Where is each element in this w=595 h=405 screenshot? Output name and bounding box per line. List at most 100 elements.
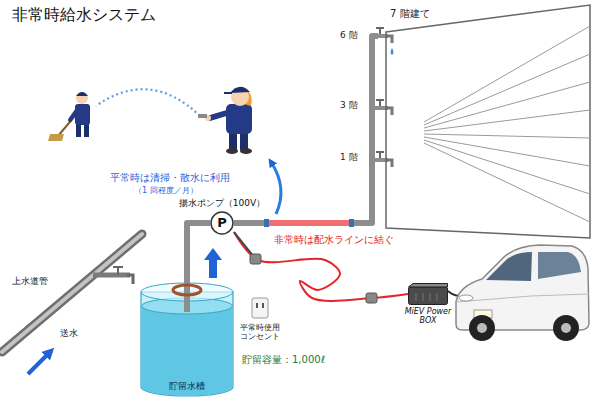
worker-sweeping — [76, 92, 88, 96]
floor-line — [424, 134, 590, 138]
floor-label: 1 階 — [340, 152, 358, 162]
floor-line — [424, 137, 590, 166]
water-main-pipe — [113, 266, 123, 268]
worker-spraying — [210, 112, 230, 118]
pump-symbol: P — [217, 216, 227, 231]
wall-outlet — [262, 303, 264, 308]
tank-node: 貯留水槽 — [140, 282, 234, 397]
edge-label: 非常時は配水ラインに結ぐ — [272, 234, 396, 246]
label-anchor: 上水道管 — [12, 276, 48, 286]
lift-arrow — [204, 248, 222, 278]
text-slot: P — [217, 216, 227, 231]
electric-car — [477, 323, 487, 333]
box-vent — [416, 293, 417, 301]
worker-spraying — [226, 104, 252, 134]
floor-line — [424, 140, 590, 194]
label-anchor: 3 階 — [340, 100, 358, 110]
label-anchor: 1 階 — [340, 152, 358, 162]
building-outline — [386, 5, 590, 238]
water-main-pipe — [93, 273, 130, 278]
worker-sweeping — [48, 92, 90, 141]
label-anchor: 6 階 — [340, 30, 358, 40]
building-heading: 7 階建て — [390, 8, 430, 20]
box-top — [409, 284, 448, 288]
faucet — [372, 100, 392, 115]
worker-spraying — [224, 92, 232, 94]
floor-line — [424, 82, 590, 128]
box-vent — [437, 293, 438, 301]
worker-sweeping — [76, 92, 88, 104]
floor-label: 6 階 — [340, 30, 358, 40]
text-slot: 揚水ポンプ（100V） — [179, 198, 265, 211]
faucet — [386, 160, 392, 167]
water-main-pipe — [127, 275, 133, 284]
power-cord — [234, 232, 408, 301]
worker-spraying — [198, 87, 252, 154]
electric-car — [553, 315, 579, 341]
pump-node: P揚水ポンプ（100V） — [210, 211, 234, 235]
faucet — [376, 99, 384, 101]
worker-sweeping — [76, 124, 81, 137]
worker-sweeping — [75, 104, 90, 125]
worker-spraying — [198, 114, 207, 118]
electric-car — [469, 315, 495, 341]
water-main-pipe — [2, 234, 142, 352]
faucet — [386, 108, 392, 115]
tank-shape — [140, 282, 234, 397]
usage-note: 平常時は清掃・散水に利用 — [110, 172, 230, 184]
floor-line — [424, 143, 590, 222]
power-box-node: MiEV Power BOX — [408, 283, 448, 305]
hose-arrow — [271, 162, 281, 214]
worker-spraying — [240, 148, 252, 154]
water-main-pipe — [2, 234, 142, 352]
emergency-pipe-section — [264, 219, 354, 227]
outlet-label: 平常時使用コンセント — [238, 323, 282, 341]
building-node: 7 階建て — [378, 4, 592, 244]
power-box-label: MiEV Power BOX — [403, 307, 453, 325]
label-anchor: （1 回程度／月） — [134, 186, 198, 195]
floor-line — [424, 26, 590, 122]
water-spray — [96, 89, 200, 116]
electric-car — [561, 323, 571, 333]
pipe-label: 上水道管 — [12, 276, 48, 286]
faucet — [376, 151, 384, 153]
flow-arrow — [28, 352, 50, 374]
box-body — [409, 287, 448, 305]
electric-car — [448, 245, 589, 341]
pump-cord — [366, 293, 377, 303]
floor-line — [424, 110, 590, 131]
electric-car — [538, 252, 581, 279]
electric-car — [459, 295, 473, 301]
edge-label-anchor: 非常時は配水ラインに結ぐ — [272, 234, 396, 246]
electric-car — [486, 252, 532, 281]
hose-arrow — [271, 162, 281, 214]
tank-water — [142, 306, 233, 396]
label-anchor: 送水 — [60, 328, 78, 338]
electric-car — [456, 294, 589, 302]
label-anchor: 貯留容量：1,000ℓ — [242, 354, 325, 366]
emergency-pipe-section — [349, 219, 354, 227]
label-anchor: 平常時使用コンセント — [238, 323, 282, 341]
emergency-pipe-section — [264, 219, 269, 227]
emergency-pipe-section — [268, 220, 350, 226]
water-pipe — [187, 223, 210, 282]
wall-outlet — [252, 298, 268, 318]
worker-sweeping — [70, 110, 77, 120]
diagram-title: 非常時給水システム — [12, 6, 156, 24]
water-main-pipe — [2, 234, 142, 352]
pump-heading: 揚水ポンプ（100V） — [179, 198, 265, 208]
box-shape — [408, 283, 448, 305]
text-slot: 貯留水槽 — [169, 381, 205, 391]
text-slot: MiEV Power BOX — [403, 305, 453, 325]
worker-spraying — [230, 87, 250, 93]
lift-arrow — [204, 248, 222, 278]
worker-sweeping — [84, 124, 89, 137]
pipe-collar — [173, 285, 201, 295]
faucet — [386, 36, 392, 43]
pump-circle — [211, 212, 233, 234]
water-main-pipe — [117, 267, 119, 275]
